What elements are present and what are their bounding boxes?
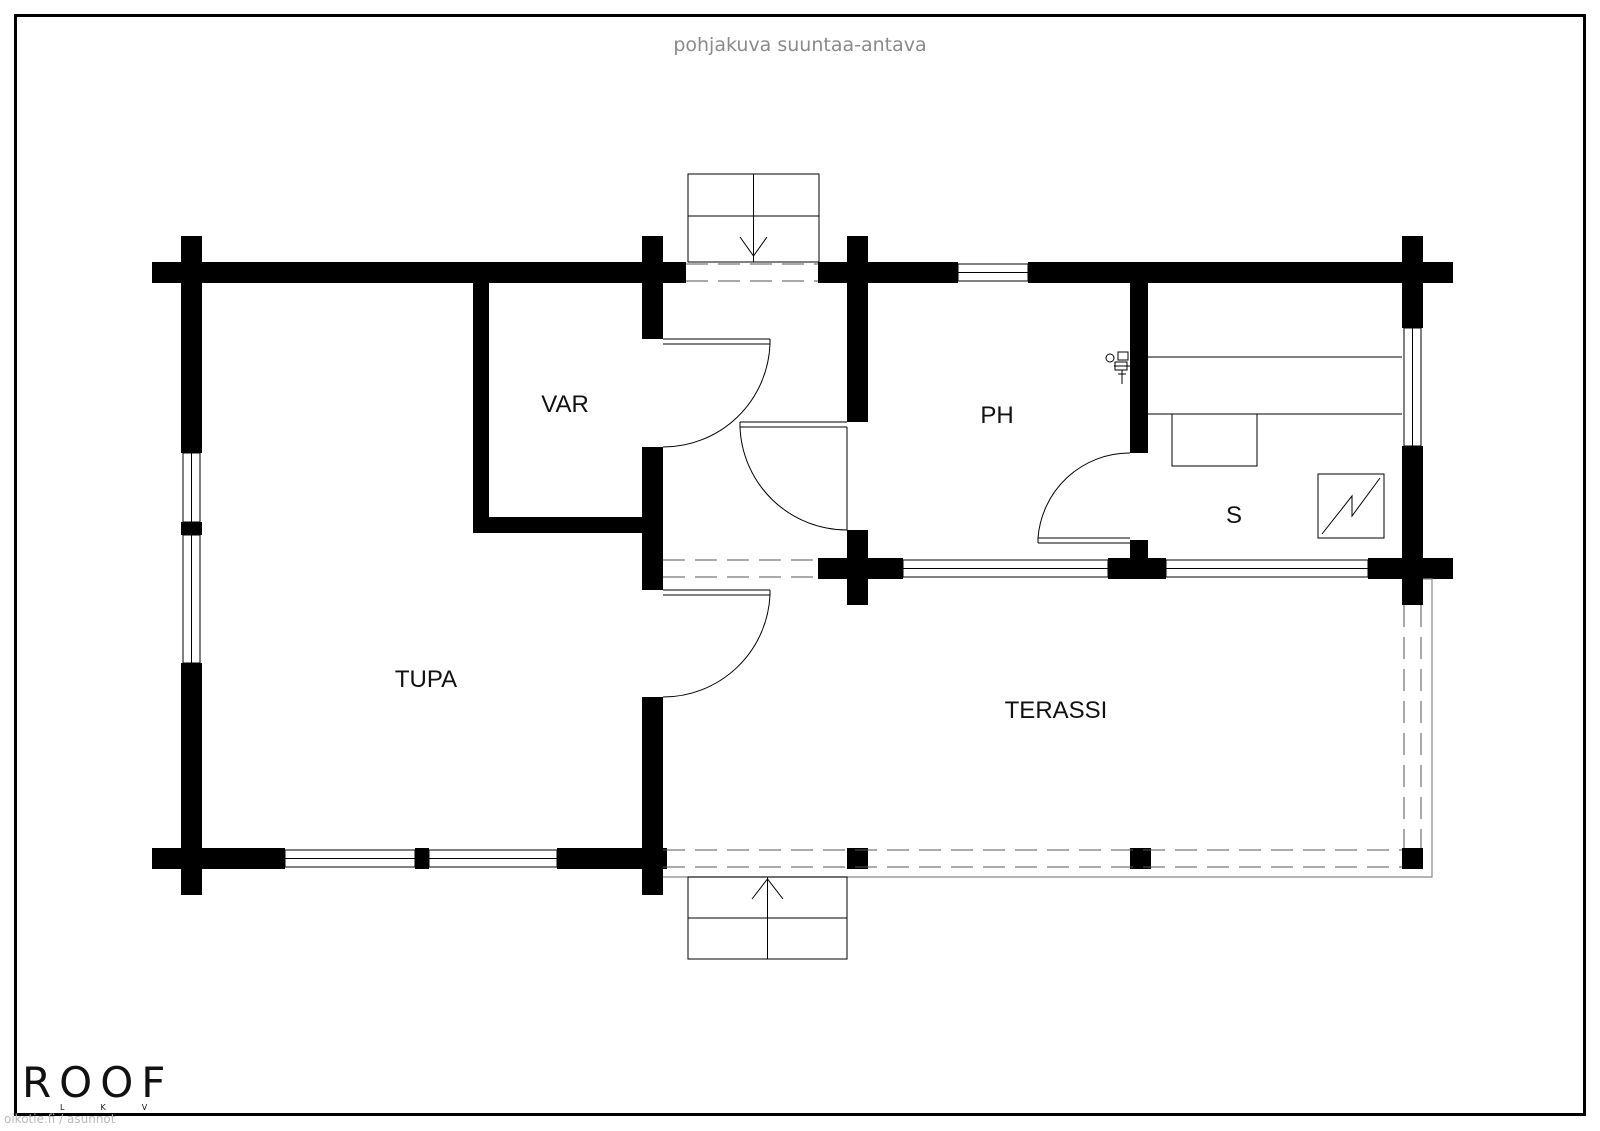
room-label-var: VAR [541, 391, 589, 418]
walls [152, 236, 1453, 895]
dashed-lines [663, 263, 1422, 868]
watermark: oikotie.fi / asunnot [4, 1112, 116, 1126]
shower-icon [1105, 351, 1130, 384]
terrace-railing [663, 578, 1433, 878]
roof-logo-subtitle: LKV [60, 1103, 184, 1112]
windows [182, 263, 1422, 868]
plan-caption: pohjakuva suuntaa-antava [673, 34, 927, 56]
page-frame [14, 14, 1586, 1116]
room-label-ph: PH [980, 402, 1014, 429]
roof-logo: ROOF [22, 1058, 174, 1107]
room-label-tupa: TUPA [394, 666, 458, 693]
room-label-terassi: TERASSI [1004, 697, 1108, 724]
sauna-stove-icon [1317, 473, 1385, 539]
stairs [687, 173, 848, 960]
room-label-s: S [1225, 502, 1243, 529]
sauna-fixtures [1148, 356, 1402, 539]
doors [662, 338, 1131, 698]
